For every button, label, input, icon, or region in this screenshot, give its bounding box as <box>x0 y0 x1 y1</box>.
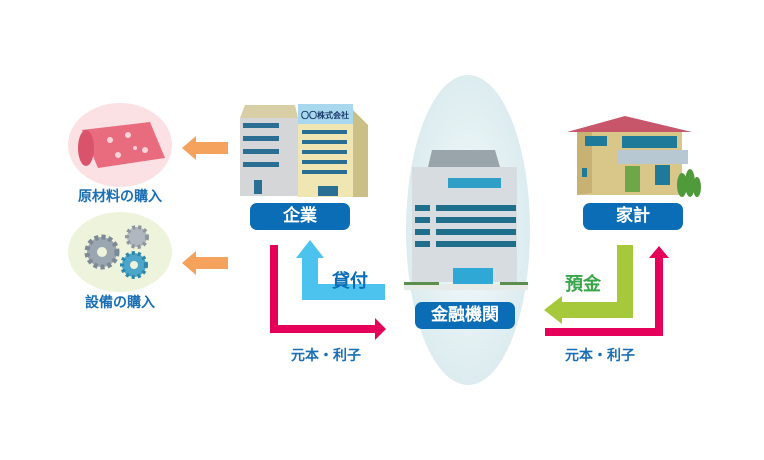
company-building-icon: 〇〇株式会社 <box>240 104 368 197</box>
company-label: 企業 <box>250 203 350 230</box>
loan-arrow <box>296 240 385 300</box>
bank-label: 金融機関 <box>415 302 515 329</box>
repayment-arrow-household <box>545 246 669 336</box>
purchase-arrows <box>182 136 228 275</box>
bank-building-icon <box>404 150 528 290</box>
repayment-label-household: 元本・利子 <box>565 348 635 364</box>
household-label: 家計 <box>583 203 683 230</box>
repayment-arrow-company <box>270 245 386 340</box>
gears-icon <box>68 212 172 292</box>
equipment-purchase-label: 設備の購入 <box>85 295 155 311</box>
raw-material-roll-icon <box>68 103 172 187</box>
deposit-arrow <box>544 245 633 324</box>
repayment-label-company: 元本・利子 <box>291 348 361 364</box>
deposit-label: 預金 <box>565 274 601 295</box>
house-icon <box>567 116 701 197</box>
company-sign: 〇〇株式会社 <box>301 110 349 120</box>
materials-purchase-label: 原材料の購入 <box>78 189 162 205</box>
loan-label: 貸付 <box>332 271 368 292</box>
